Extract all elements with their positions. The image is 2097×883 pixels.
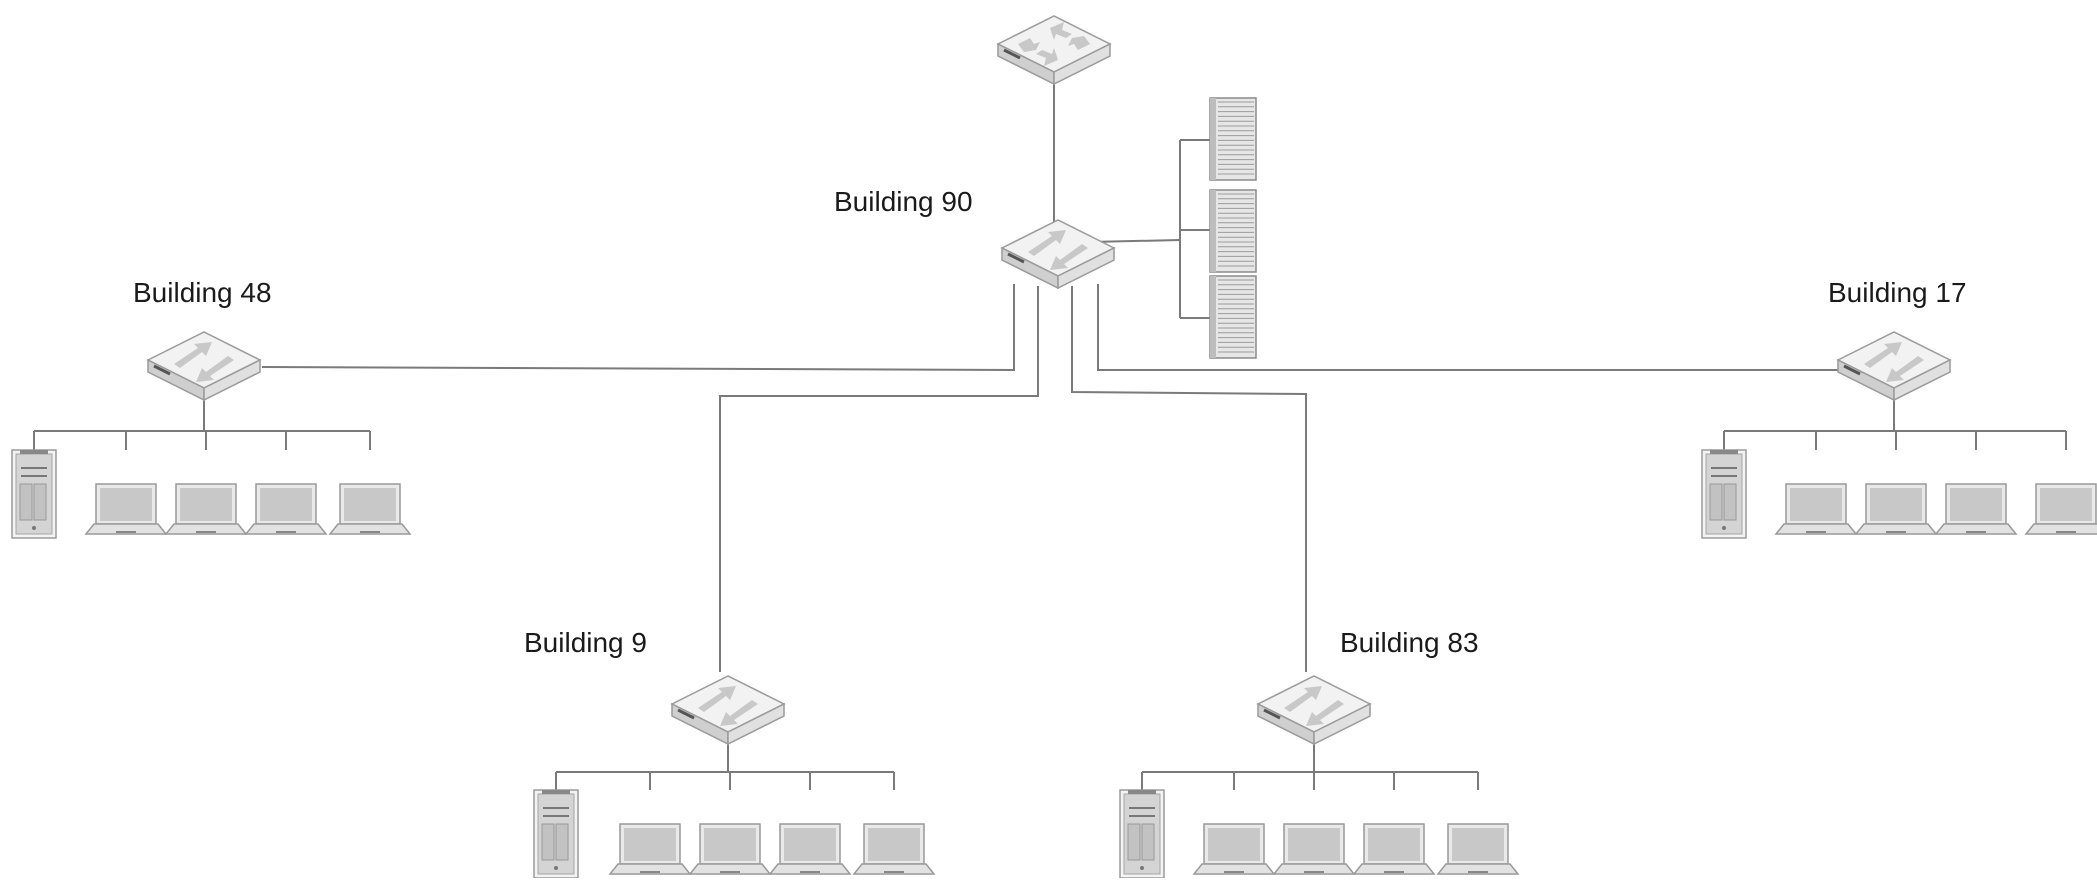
laptop-icon-west-3 (244, 483, 328, 535)
switch-icon-core (1000, 219, 1116, 290)
laptop-icon-south-right-3 (1352, 823, 1436, 875)
link-core-south-left (719, 286, 1039, 672)
server-rack-icon-3 (1209, 275, 1257, 359)
label-building-east: Building 17 (1828, 277, 1967, 308)
desktop-tower-icon-east (1701, 449, 1747, 539)
laptop-icon-south-right-1 (1192, 823, 1276, 875)
switch-icon-south-right (1256, 675, 1372, 746)
link-core-south-right (1071, 286, 1307, 672)
laptop-icon-east-1 (1774, 483, 1858, 535)
server-rack-icon-1 (1209, 97, 1257, 181)
label-building-core: Building 90 (834, 186, 973, 217)
label-building-south-left: Building 9 (524, 627, 647, 658)
laptop-icon-west-4 (328, 483, 412, 535)
laptop-icon-south-left-1 (608, 823, 692, 875)
laptop-icon-south-left-4 (852, 823, 936, 875)
label-building-west: Building 48 (133, 277, 272, 308)
laptop-icon-east-2 (1854, 483, 1938, 535)
link-core-east (1097, 284, 1838, 371)
desktop-tower-icon-south-left (533, 789, 579, 879)
label-building-south-right: Building 83 (1340, 627, 1479, 658)
link-core-rack-bus (1089, 239, 1181, 243)
network-devices (11, 15, 2097, 879)
laptop-icon-south-right-4 (1436, 823, 1520, 875)
laptop-icon-south-left-3 (768, 823, 852, 875)
laptop-icon-west-2 (164, 483, 248, 535)
switch-icon-west (146, 331, 262, 402)
link-core-west (261, 284, 1015, 372)
desktop-tower-icon-west (11, 449, 57, 539)
laptop-icon-east-4 (2024, 483, 2097, 535)
laptop-icon-east-3 (1934, 483, 2018, 535)
laptop-icon-south-right-2 (1272, 823, 1356, 875)
switch-icon-east (1836, 331, 1952, 402)
desktop-tower-icon-south-right (1119, 789, 1165, 879)
switch-icon-south-left (670, 675, 786, 746)
network-links (33, 75, 2067, 790)
laptop-icon-south-left-2 (688, 823, 772, 875)
server-rack-icon-2 (1209, 189, 1257, 273)
laptop-icon-west-1 (84, 483, 168, 535)
router-icon-core (996, 15, 1112, 86)
